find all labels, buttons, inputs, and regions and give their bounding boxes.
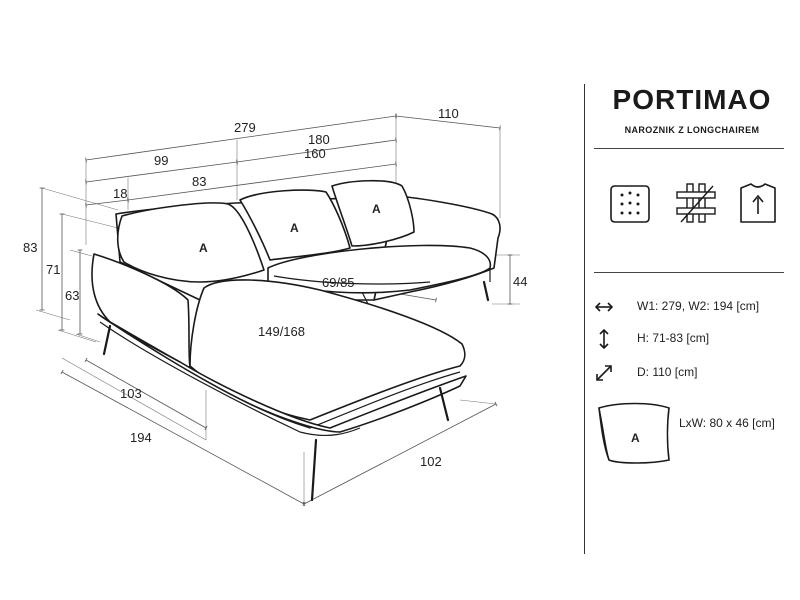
- dimension-labels: 279 110 180 99 160 18 83 83 71 63 44 69/…: [23, 106, 527, 469]
- frame-icon: [673, 180, 719, 226]
- sofa-outline: [91, 179, 501, 436]
- dim-seat-depth: 69/85: [322, 275, 355, 290]
- pillow-letter: A: [199, 241, 208, 255]
- dim-height-71: 71: [46, 262, 60, 277]
- dim-99: 99: [154, 153, 168, 168]
- dim-side-103: 103: [120, 386, 142, 401]
- dim-height-63: 63: [65, 288, 79, 303]
- pillow-labels: A A A: [199, 202, 381, 255]
- removable-cover-icon: [735, 180, 781, 226]
- product-name: PORTIMAO: [612, 84, 772, 115]
- spec-panel: PORTIMAO NAROZNIK Z LONGCHAIREM: [585, 0, 800, 600]
- pillow-letter: A: [290, 221, 299, 235]
- header-divider: [594, 148, 784, 149]
- sofa-legs: [102, 280, 490, 502]
- pillow-spec-letter: A: [631, 431, 640, 445]
- product-subtitle: NAROZNIK Z LONGCHAIREM: [624, 125, 760, 135]
- pillow-illustration: A: [595, 400, 673, 466]
- icons-divider: [594, 272, 784, 273]
- height-arrow-icon: [593, 328, 615, 350]
- dim-83-horizontal: 83: [192, 174, 206, 189]
- dim-depth: 110: [438, 106, 459, 121]
- dim-18: 18: [113, 186, 127, 201]
- dimension-lines: [39, 113, 513, 507]
- panel-divider: [584, 84, 585, 554]
- dim-seat-height: 44: [513, 274, 527, 289]
- spec-row-depth: D: 110 [cm]: [585, 362, 800, 384]
- dim-160: 160: [304, 146, 326, 161]
- spec-row-width: W1: 279, W2: 194 [cm]: [585, 296, 800, 318]
- dim-longchair-depth: 149/168: [258, 324, 305, 339]
- pillow-size-text: LxW: 80 x 46 [cm]: [679, 416, 775, 430]
- depth-arrow-icon: [593, 362, 615, 384]
- dim-longchair-width: 102: [420, 454, 442, 469]
- pillow-letter: A: [372, 202, 381, 216]
- width-arrow-icon: [593, 296, 615, 318]
- spec-row-height: H: 71-83 [cm]: [585, 328, 800, 350]
- dim-side-194: 194: [130, 430, 152, 445]
- sofa-technical-drawing: A A A 279 110 180 99 160 18 83 83 71 63 …: [23, 106, 527, 507]
- dim-total-width: 279: [234, 120, 256, 135]
- dim-180: 180: [308, 132, 330, 147]
- cushion-icon: [607, 180, 653, 226]
- spec-depth-text: D: 110 [cm]: [637, 365, 698, 379]
- spec-height-text: H: 71-83 [cm]: [637, 331, 710, 345]
- spec-width-text: W1: 279, W2: 194 [cm]: [637, 299, 760, 313]
- dim-height-83: 83: [23, 240, 37, 255]
